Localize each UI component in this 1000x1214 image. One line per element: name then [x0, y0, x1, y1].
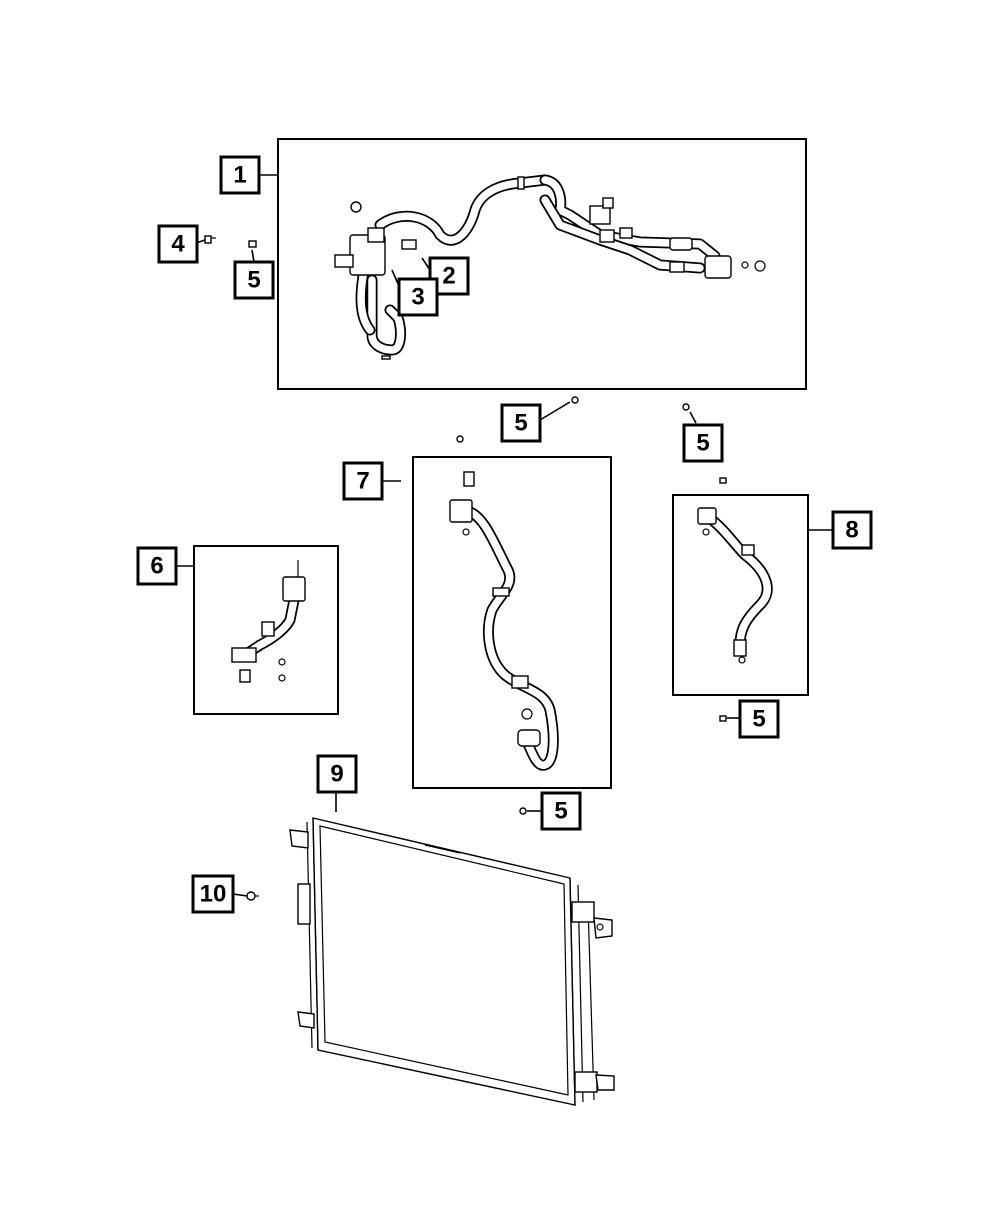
line-assembly-drawing [334, 174, 766, 360]
frame-assembly-1 [277, 138, 807, 390]
callout-9-label: 9 [330, 761, 343, 788]
callout-5-label: 5 [514, 410, 527, 437]
callout-3-label: 3 [411, 284, 424, 311]
frame-line-8 [672, 494, 809, 696]
callout-1: 1 [219, 155, 261, 195]
callout-5-label: 5 [752, 706, 765, 733]
callout-1-label: 1 [233, 162, 246, 189]
line-7-drawing [449, 471, 559, 771]
callout-8: 8 [831, 510, 873, 550]
callout-7-label: 7 [356, 468, 369, 495]
line-6-drawing [231, 560, 306, 683]
callout-4: 4 [157, 224, 199, 264]
frame-line-6 [193, 545, 339, 715]
callout-6: 6 [136, 546, 178, 586]
line-8-drawing [697, 507, 773, 664]
callout-3: 3 [397, 277, 439, 317]
callout-7: 7 [342, 461, 384, 501]
callout-5-label: 5 [696, 430, 709, 457]
callout-5-center: 5 [500, 403, 542, 443]
callout-10: 10 [191, 874, 235, 914]
callout-4-label: 4 [171, 231, 185, 258]
callout-2-label: 2 [442, 263, 455, 290]
callout-5-label: 5 [247, 267, 260, 294]
callout-8-label: 8 [845, 517, 858, 544]
callout-5-label: 5 [554, 798, 567, 825]
callout-6-label: 6 [150, 553, 163, 580]
callout-10-label: 10 [200, 881, 227, 908]
frame-line-7 [412, 456, 612, 789]
callout-5-bottom: 5 [540, 791, 582, 831]
callout-5-lower-right: 5 [738, 699, 780, 739]
callout-5-top-left: 5 [233, 260, 275, 300]
condenser-drawing [289, 817, 615, 1106]
callout-5-right: 5 [682, 423, 724, 463]
callout-9: 9 [316, 754, 358, 794]
